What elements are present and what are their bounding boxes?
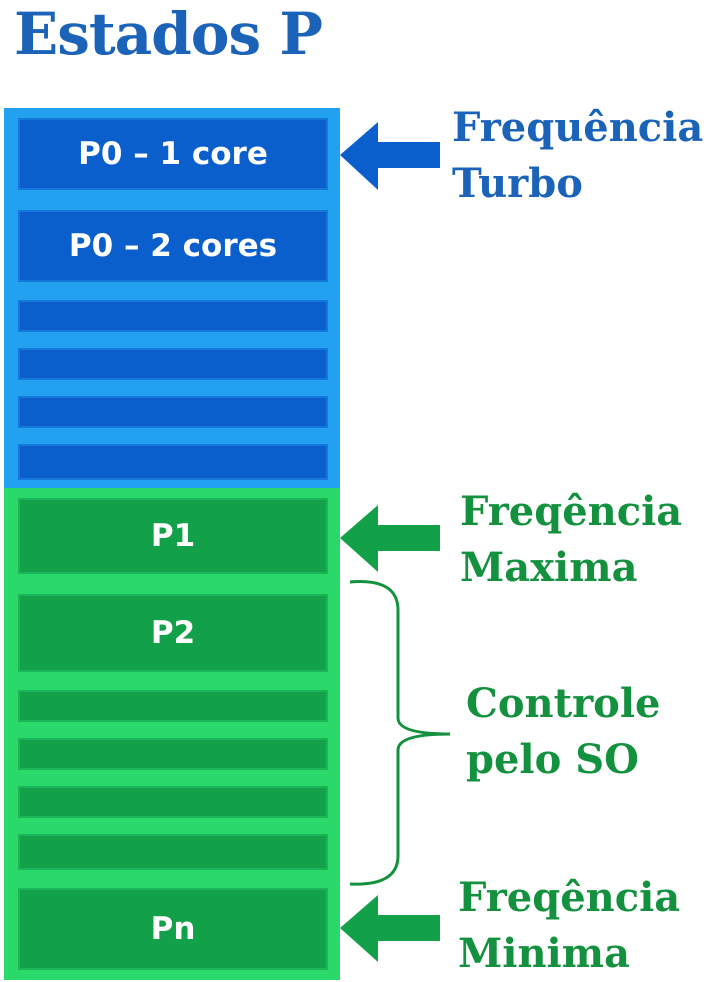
- pstate-p1: P1: [4, 488, 340, 584]
- pstate-p0-1core: P0 – 1 core: [4, 108, 340, 200]
- label-minima-line1: Freqência: [458, 874, 681, 921]
- pstate-p0-2cores: P0 – 2 cores: [4, 200, 340, 292]
- label-controle-line1: Controle: [466, 680, 661, 727]
- label-maxima: Freqência Maxima: [460, 484, 682, 596]
- pstate-p1-label: P1: [18, 498, 328, 574]
- label-turbo-line1: Frequência: [452, 104, 704, 151]
- minima-arrow-icon: [340, 895, 440, 962]
- turbo-arrow-icon: [340, 122, 440, 190]
- label-minima: Freqência Minima: [458, 870, 680, 982]
- label-maxima-line2: Maxima: [460, 544, 638, 591]
- pstate-green-bar: [4, 778, 340, 826]
- pstate-p2: P2: [4, 584, 340, 682]
- pstate-blue-bar: [4, 340, 340, 388]
- pstate-blue-bar: [4, 292, 340, 340]
- label-turbo-line2: Turbo: [452, 160, 583, 207]
- maxima-arrow-icon: [340, 505, 440, 572]
- pstate-green-bar: [4, 682, 340, 730]
- page-title: Estados P: [14, 0, 323, 68]
- pstate-pn: Pn: [4, 878, 340, 980]
- pstate-green-bar: [4, 730, 340, 778]
- label-turbo: Frequência Turbo: [452, 100, 703, 212]
- pstate-pn-label: Pn: [18, 888, 328, 970]
- pstate-blue-bar: [4, 388, 340, 436]
- pstate-p2-label: P2: [18, 594, 328, 672]
- label-maxima-line1: Freqência: [460, 488, 683, 535]
- pstate-p0-2cores-label: P0 – 2 cores: [18, 210, 328, 282]
- os-control-brace-icon: [349, 580, 451, 886]
- label-minima-line2: Minima: [458, 930, 630, 977]
- pstate-p0-1core-label: P0 – 1 core: [18, 118, 328, 190]
- pstate-blue-bar: [4, 436, 340, 488]
- label-controle: Controle pelo SO: [466, 676, 660, 788]
- label-controle-line2: pelo SO: [466, 736, 639, 783]
- pstate-green-bar: [4, 826, 340, 878]
